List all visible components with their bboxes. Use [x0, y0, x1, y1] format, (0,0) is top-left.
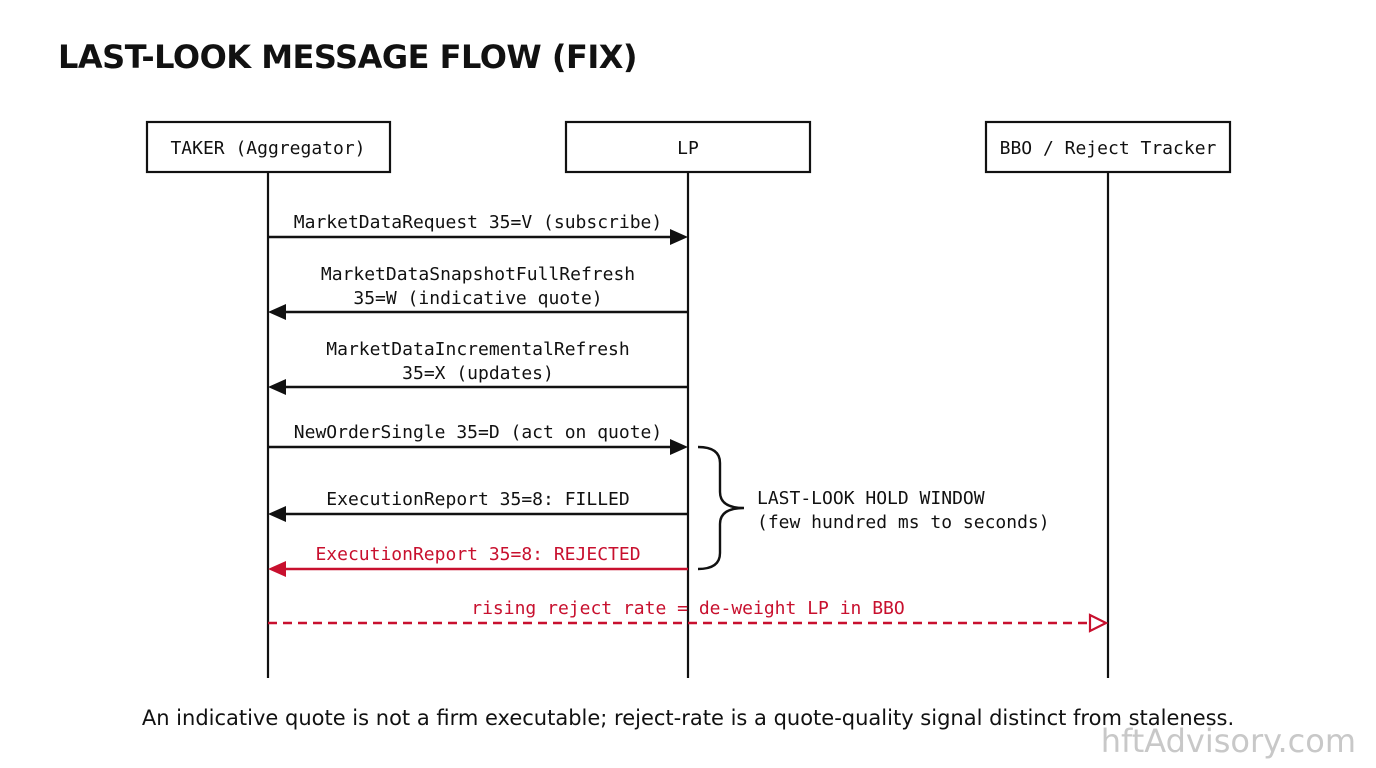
- hold-window-label: LAST-LOOK HOLD WINDOW: [757, 488, 985, 509]
- arrowhead-left: [268, 561, 286, 577]
- message-0-label: MarketDataRequest 35=V (subscribe): [294, 212, 662, 233]
- message-4: ExecutionReport 35=8: FILLED: [268, 489, 688, 522]
- message-1: MarketDataSnapshotFullRefresh 35=W (indi…: [268, 264, 688, 320]
- open-arrowhead-right: [1088, 613, 1109, 633]
- message-1-label-line1: MarketDataSnapshotFullRefresh: [321, 264, 635, 285]
- participant-taker-label: TAKER (Aggregator): [170, 138, 365, 159]
- message-5: ExecutionReport 35=8: REJECTED: [268, 544, 688, 577]
- participant-tracker-label: BBO / Reject Tracker: [1000, 138, 1217, 159]
- sequence-diagram: TAKER (Aggregator) LP BBO / Reject Track…: [145, 120, 1232, 678]
- arrowhead-right: [670, 229, 688, 245]
- hold-window-sublabel: (few hundred ms to seconds): [757, 512, 1050, 533]
- caption: An indicative quote is not a firm execut…: [141, 706, 1235, 730]
- message-6: rising reject rate = de-weight LP in BBO: [268, 598, 1109, 633]
- message-0: MarketDataRequest 35=V (subscribe): [268, 212, 688, 245]
- hold-window-brace: [697, 445, 745, 571]
- watermark: hftAdvisory.com: [1100, 722, 1356, 760]
- message-6-label: rising reject rate = de-weight LP in BBO: [471, 598, 904, 619]
- message-4-label: ExecutionReport 35=8: FILLED: [326, 489, 629, 510]
- arrowhead-left: [268, 379, 286, 395]
- participant-taker: TAKER (Aggregator): [145, 120, 392, 174]
- message-2-label-line1: MarketDataIncrementalRefresh: [326, 339, 629, 360]
- message-3: NewOrderSingle 35=D (act on quote): [268, 422, 688, 455]
- page-title: LAST-LOOK MESSAGE FLOW (FIX): [58, 38, 638, 76]
- arrowhead-left: [268, 506, 286, 522]
- message-2: MarketDataIncrementalRefresh 35=X (updat…: [268, 339, 688, 395]
- participant-lp: LP: [564, 120, 812, 174]
- arrowhead-right: [670, 439, 688, 455]
- message-3-label: NewOrderSingle 35=D (act on quote): [294, 422, 662, 443]
- message-2-label-line2: 35=X (updates): [402, 363, 554, 384]
- participant-tracker: BBO / Reject Tracker: [984, 120, 1232, 174]
- message-5-label: ExecutionReport 35=8: REJECTED: [315, 544, 640, 565]
- participant-lp-label: LP: [677, 138, 699, 159]
- message-1-label-line2: 35=W (indicative quote): [353, 288, 602, 309]
- arrowhead-left: [268, 304, 286, 320]
